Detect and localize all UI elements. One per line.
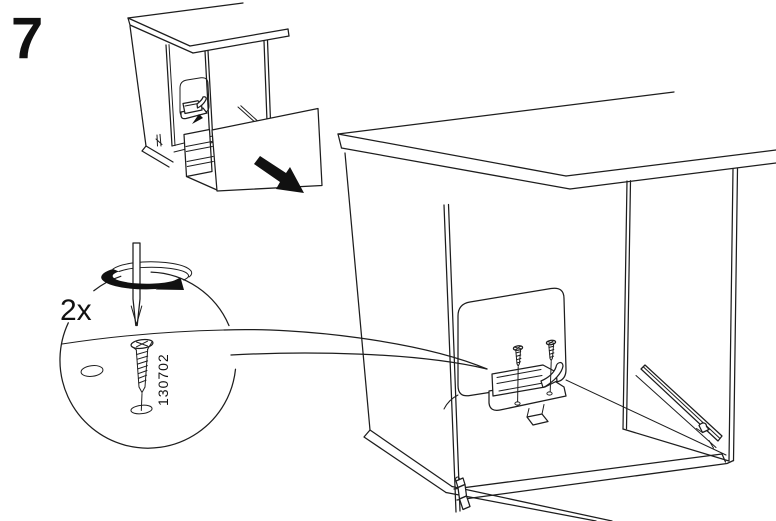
inset-drawer [183, 107, 323, 193]
bracket-base-plate [488, 379, 567, 411]
drawer-side-rails [185, 141, 214, 167]
floor-back-edge [453, 453, 723, 490]
screw-head-cross [136, 340, 148, 348]
left-panel-inner-edge [168, 44, 176, 147]
slab-front-bottom-edge [569, 162, 776, 190]
slab-left-cap [337, 133, 343, 149]
screw-neck [131, 341, 153, 351]
screw-guide-line [549, 361, 552, 392]
inset-overview-drawing [127, 2, 323, 193]
leader-upper-curve [223, 329, 488, 370]
slab-left-bottom-edge [340, 147, 571, 190]
main-cabinet-drawing [337, 91, 776, 521]
oval-slot [80, 365, 104, 377]
rail-latch [698, 422, 710, 434]
left-panel-inner-edge [165, 44, 173, 147]
left-panel-bottom-edge [363, 429, 453, 494]
bracket-screw-hole [546, 391, 553, 396]
slab-left-cap [127, 17, 131, 26]
quantity-label: 2x [60, 294, 92, 327]
bracket-lever [196, 96, 207, 109]
cabinet-frame [337, 91, 776, 521]
rotation-ellipse-back-inner [118, 266, 190, 281]
screw-head-cross [514, 345, 522, 351]
rail-lower-edge [635, 375, 717, 448]
rail-end-piece [458, 495, 471, 511]
slab-back-edge [127, 2, 244, 19]
right-panel-back-edge [622, 180, 632, 430]
right-panel-bottom-edge [622, 428, 730, 462]
slab-right-cap [287, 28, 290, 37]
screwdriver-icon [101, 242, 193, 327]
leader-lower-curve [230, 352, 488, 370]
front-bottom-edge [445, 485, 613, 521]
step-number: 7 [11, 6, 43, 71]
screw-thread [548, 344, 555, 361]
inset-bracket [180, 96, 208, 124]
slab-front-top-edge [189, 28, 289, 47]
pilot-hole-axis-line [140, 393, 143, 411]
mounting-bracket [488, 361, 567, 426]
floor-right-junction [565, 379, 727, 456]
slab-left-top-edge [127, 17, 191, 47]
screw-thread [515, 349, 522, 367]
left-panel-outer-edge [129, 25, 147, 147]
circle-arc [59, 322, 237, 449]
bracket-foot-links [526, 404, 545, 418]
back-panel-cutout [457, 287, 567, 397]
left-panel-bottom-edge [141, 145, 174, 168]
floor-plinth-edge [456, 453, 735, 501]
screw-threads [136, 350, 149, 384]
drawer-back-wall [183, 128, 213, 178]
slab-back-edge [337, 91, 675, 135]
magnified-surface-line [61, 329, 225, 345]
left-panel-outer-edge [344, 152, 371, 431]
drawer-side-bottom-edge [185, 175, 218, 191]
circle-arc [150, 271, 230, 327]
slab-front-bottom-edge [192, 35, 290, 54]
screw-b-icon [545, 339, 557, 392]
rail-front-detail [455, 476, 471, 511]
part-number-label: 130702 [155, 353, 171, 406]
back-right-edge [204, 49, 214, 144]
bracket-detail-lines [496, 369, 544, 392]
rail-inner-line [643, 366, 721, 439]
screw-head-cross [547, 340, 555, 345]
left-rail-front-end [155, 133, 163, 147]
screwdriver-phillips-tip [130, 305, 143, 325]
slab-front-top-edge [565, 149, 776, 177]
bracket-lever-arrow-icon [192, 114, 203, 124]
rail-end-hook [455, 476, 460, 482]
screw-a-icon [512, 345, 524, 402]
bracket-foot-tab [526, 413, 549, 426]
callout-leader [223, 329, 488, 370]
bracket-body [491, 364, 558, 397]
pilot-hole-opening [130, 404, 153, 415]
inset-cabinet [127, 2, 290, 168]
rotation-arrow-head [155, 277, 184, 290]
slab-left-top-edge [337, 133, 567, 177]
screw-tip [138, 386, 146, 393]
drawer-direction-arrow-icon [254, 156, 304, 193]
slab-left-bottom-edge [129, 24, 194, 54]
screw-icon [130, 338, 154, 393]
detail-callout: 2x 130702 [59, 242, 237, 449]
drawer-front-panel [211, 107, 323, 192]
floor-contour-line [443, 394, 459, 410]
step-number-label: 7 [11, 6, 43, 71]
drawer-rail-right [635, 364, 723, 449]
rotation-ellipse-back [112, 261, 193, 278]
right-panel-front-edge [728, 167, 739, 462]
pilot-hole [130, 393, 153, 415]
rotation-arrow-icon [101, 269, 178, 290]
rail-latch-line [696, 428, 714, 449]
screw-guide-line [517, 366, 519, 402]
